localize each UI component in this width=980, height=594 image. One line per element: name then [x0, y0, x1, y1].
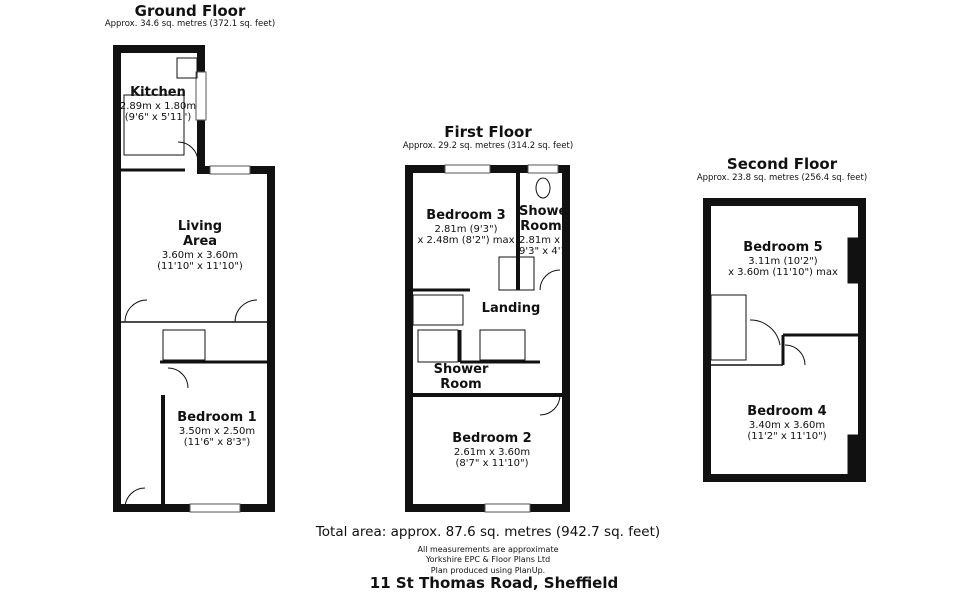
total-area: Total area: approx. 87.6 sq. metres (942…	[315, 524, 661, 540]
room-name: Shower	[433, 362, 489, 377]
room-dimensions-metric: 3.50m x 2.50m	[178, 425, 256, 437]
room-name: Kitchen	[130, 85, 186, 100]
room-dimensions-imperial: x 3.60m (11'10") max	[728, 267, 838, 279]
room-dimensions-imperial: x 2.48m (8'2") max	[417, 235, 515, 247]
first-floor-title: First Floor	[444, 123, 532, 141]
room-bedroom-3: Bedroom 3 2.81m (9'3") x 2.48m (8'2") ma…	[417, 208, 515, 247]
room-name-line-2: Area	[182, 233, 218, 249]
room-name: Bedroom 4	[747, 404, 827, 419]
note-line: Yorkshire EPC & Floor Plans Ltd	[425, 555, 551, 565]
room-dimensions-imperial: (11'2" x 11'10")	[747, 431, 827, 443]
second-floor-area: Approx. 23.8 sq. metres (256.4 sq. feet)	[696, 173, 868, 183]
room-dimensions-imperial: (9'6" x 5'11")	[124, 112, 192, 124]
room-landing: Landing	[481, 301, 541, 316]
first-floor-area: Approx. 29.2 sq. metres (314.2 sq. feet)	[402, 141, 574, 151]
room-name: Bedroom 5	[743, 240, 823, 255]
room-dimensions-imperial: (8'7" x 11'10")	[455, 458, 529, 470]
room-bedroom-4: Bedroom 4 3.40m x 3.60m (11'2" x 11'10")	[747, 404, 827, 443]
room-dimensions-imperial: 9'3" x 4'11"	[519, 246, 563, 258]
ground-floor-walls	[113, 45, 275, 513]
room-name: Living	[177, 219, 223, 234]
room-dimensions-metric: 3.40m x 3.60m	[748, 419, 826, 431]
room-dimensions-metric: 2.81m (9'3")	[434, 223, 498, 235]
second-floor-walls	[703, 198, 866, 482]
room-dimensions-metric: 3.11m (10'2")	[748, 255, 818, 267]
first-floor-walls	[405, 164, 570, 513]
note-line: All measurements are approximate	[417, 545, 559, 554]
room-name-line-2: Room	[520, 218, 562, 234]
room-name: Shower	[519, 205, 563, 219]
room-name: Bedroom 3	[426, 208, 506, 223]
room-bedroom-1: Bedroom 1 3.50m x 2.50m (11'6" x 8'3")	[177, 410, 257, 449]
room-dimensions-metric: 2.81m x 1.51m	[519, 234, 563, 246]
ground-floor-title: Ground Floor	[134, 2, 246, 20]
note-line: Plan produced using PlanUp.	[430, 565, 546, 575]
room-bedroom-5: Bedroom 5 3.11m (10'2") x 3.60m (11'10")…	[728, 240, 838, 279]
room-dimensions-metric: 2.61m x 3.60m	[453, 446, 531, 458]
disclaimer: All measurements are approximate Yorkshi…	[418, 545, 559, 576]
room-shower-room-lower: Shower Room	[433, 362, 489, 393]
room-dimensions-metric: 2.89m x 1.80m	[119, 100, 197, 112]
room-kitchen: Kitchen 2.89m x 1.80m (9'6" x 5'11")	[119, 85, 197, 124]
room-dimensions-imperial: (11'6" x 8'3")	[183, 437, 251, 449]
room-dimensions-metric: 3.60m x 3.60m	[161, 249, 239, 261]
room-shower-room-upper: Shower Room 2.81m x 1.51m 9'3" x 4'11"	[519, 205, 563, 258]
ground-floor-area: Approx. 34.6 sq. metres (372.1 sq. feet)	[104, 19, 276, 29]
room-bedroom-2: Bedroom 2 2.61m x 3.60m (8'7" x 11'10")	[452, 431, 532, 470]
room-name: Bedroom 2	[452, 431, 532, 446]
room-dimensions-imperial: (11'10" x 11'10")	[157, 261, 243, 273]
room-name-line-2: Room	[440, 376, 482, 392]
property-address: 11 St Thomas Road, Sheffield	[369, 574, 619, 592]
room-name: Bedroom 1	[177, 410, 257, 425]
second-floor-title: Second Floor	[726, 155, 838, 173]
